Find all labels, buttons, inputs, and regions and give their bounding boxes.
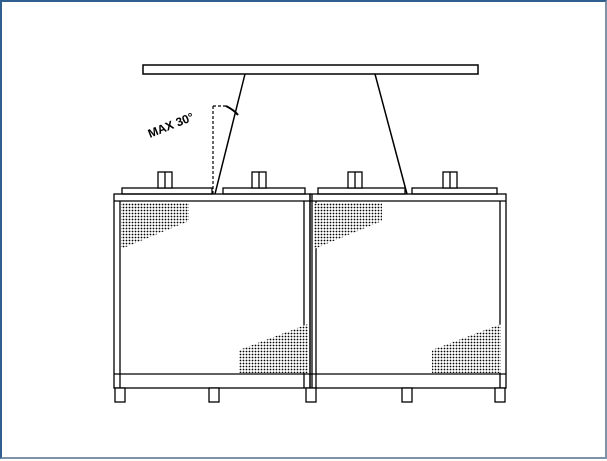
base-feet [114,387,506,403]
perforated-panel-left-top [121,203,189,249]
perforated-panel-left-bottom [239,324,308,373]
spreader-bar [142,64,479,75]
perforated-panel-right-top [314,203,382,249]
lifting-sling-left [214,73,246,195]
angle-arc [225,105,239,116]
lifting-lugs [121,187,498,195]
top-connections [157,171,458,189]
angle-label: MAX 30° [146,110,196,141]
lifting-sling-right [374,73,408,195]
perforated-panel-right-bottom [432,324,501,373]
